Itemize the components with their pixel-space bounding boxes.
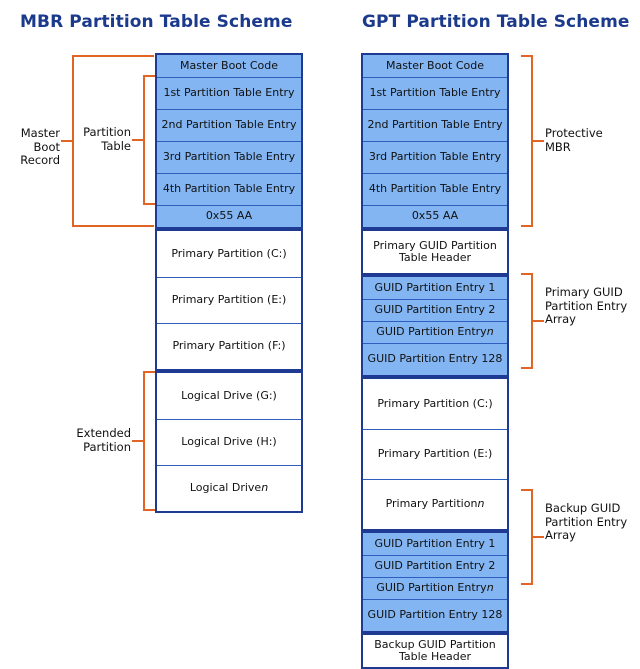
gpt-row-master-boot-code: Master Boot Code	[363, 55, 507, 77]
gpt-bracket-protective-mbr-label: Protective MBR	[545, 126, 603, 154]
italic-variable: n	[486, 325, 494, 339]
gpt-backup-entry-array-group: GUID Partition Entry 1 GUID Partition En…	[361, 531, 509, 633]
gpt-row-backup-guid-partition-table-header: Backup GUID Partition Table Header	[363, 635, 507, 667]
gpt-primary-entry-array-group: GUID Partition Entry 1 GUID Partition En…	[361, 275, 509, 377]
gpt-bracket-protective-mbr-tick	[532, 140, 544, 142]
italic-variable: n	[486, 581, 494, 595]
gpt-bracket-backup-guid-entry-array-label: Backup GUID Partition Entry Array	[545, 501, 628, 542]
mbr-bracket-extended-partition-tick	[132, 440, 144, 442]
gpt-row-boot-signature: 0x55 AA	[363, 205, 507, 227]
gpt-column: Master Boot Code 1st Partition Table Ent…	[361, 53, 509, 669]
gpt-backup-header-group: Backup GUID Partition Table Header	[361, 633, 509, 669]
gpt-bracket-primary-guid-entry-array-tick	[532, 320, 544, 322]
mbr-row-4th-partition-table-entry: 4th Partition Table Entry	[157, 173, 301, 205]
gpt-row-primary-guid-partition-entry-1: GUID Partition Entry 1	[363, 277, 507, 299]
gpt-row-primary-partition-c: Primary Partition (C:)	[363, 379, 507, 429]
gpt-row-primary-guid-partition-entry-128: GUID Partition Entry 128	[363, 343, 507, 375]
mbr-bracket-master-boot-record	[72, 55, 154, 227]
gpt-bracket-backup-guid-entry-array-tick	[532, 536, 544, 538]
mbr-row-primary-partition-e: Primary Partition (E:)	[157, 277, 301, 323]
gpt-protective-mbr-group: Master Boot Code 1st Partition Table Ent…	[361, 53, 509, 229]
gpt-row-primary-partition-e: Primary Partition (E:)	[363, 429, 507, 479]
gpt-bracket-primary-guid-entry-array-label: Primary GUID Partition Entry Array	[545, 285, 628, 326]
mbr-bracket-partition-table-tick	[132, 139, 144, 141]
gpt-row-2nd-partition-table-entry: 2nd Partition Table Entry	[363, 109, 507, 141]
mbr-row-1st-partition-table-entry: 1st Partition Table Entry	[157, 77, 301, 109]
mbr-row-2nd-partition-table-entry: 2nd Partition Table Entry	[157, 109, 301, 141]
mbr-bracket-extended-partition-label: Extended Partition	[76, 426, 131, 454]
gpt-row-primary-guid-partition-entry-n: GUID Partition Entry n	[363, 321, 507, 343]
gpt-primary-header-group: Primary GUID Partition Table Header	[361, 229, 509, 275]
diagram-canvas: MBR Partition Table Scheme GPT Partition…	[20, 12, 630, 669]
mbr-row-logical-drive-g: Logical Drive (G:)	[157, 373, 301, 419]
gpt-row-primary-partition-n: Primary Partition n	[363, 479, 507, 529]
mbr-bracket-master-boot-record-label: Master Boot Record	[20, 126, 60, 167]
mbr-bracket-partition-table-label: Partition Table	[83, 125, 131, 153]
mbr-master-boot-record-group: Master Boot Code 1st Partition Table Ent…	[155, 53, 303, 229]
mbr-primary-partitions-group: Primary Partition (C:) Primary Partition…	[155, 229, 303, 371]
italic-variable: n	[261, 481, 269, 495]
gpt-row-4th-partition-table-entry: 4th Partition Table Entry	[363, 173, 507, 205]
gpt-scheme-title: GPT Partition Table Scheme	[362, 12, 630, 32]
gpt-row-primary-guid-partition-entry-2: GUID Partition Entry 2	[363, 299, 507, 321]
mbr-bracket-partition-table	[143, 75, 155, 205]
mbr-row-boot-signature: 0x55 AA	[157, 205, 301, 227]
gpt-primary-partitions-group: Primary Partition (C:) Primary Partition…	[361, 377, 509, 531]
mbr-row-logical-drive-n: Logical Drive n	[157, 465, 301, 511]
mbr-row-logical-drive-h: Logical Drive (H:)	[157, 419, 301, 465]
mbr-scheme-title: MBR Partition Table Scheme	[20, 12, 293, 32]
mbr-bracket-master-boot-record-tick	[61, 140, 73, 142]
mbr-bracket-extended-partition	[143, 371, 155, 511]
mbr-row-3rd-partition-table-entry: 3rd Partition Table Entry	[157, 141, 301, 173]
mbr-row-master-boot-code: Master Boot Code	[157, 55, 301, 77]
gpt-row-1st-partition-table-entry: 1st Partition Table Entry	[363, 77, 507, 109]
gpt-row-backup-guid-partition-entry-n: GUID Partition Entry n	[363, 577, 507, 599]
mbr-column: Master Boot Code 1st Partition Table Ent…	[155, 53, 303, 513]
italic-variable: n	[477, 497, 485, 511]
mbr-extended-partition-group: Logical Drive (G:) Logical Drive (H:) Lo…	[155, 371, 303, 513]
mbr-row-primary-partition-c: Primary Partition (C:)	[157, 231, 301, 277]
gpt-row-backup-guid-partition-entry-128: GUID Partition Entry 128	[363, 599, 507, 631]
gpt-row-3rd-partition-table-entry: 3rd Partition Table Entry	[363, 141, 507, 173]
gpt-row-backup-guid-partition-entry-2: GUID Partition Entry 2	[363, 555, 507, 577]
gpt-row-backup-guid-partition-entry-1: GUID Partition Entry 1	[363, 533, 507, 555]
gpt-row-primary-guid-partition-table-header: Primary GUID Partition Table Header	[363, 231, 507, 273]
mbr-row-primary-partition-f: Primary Partition (F:)	[157, 323, 301, 369]
